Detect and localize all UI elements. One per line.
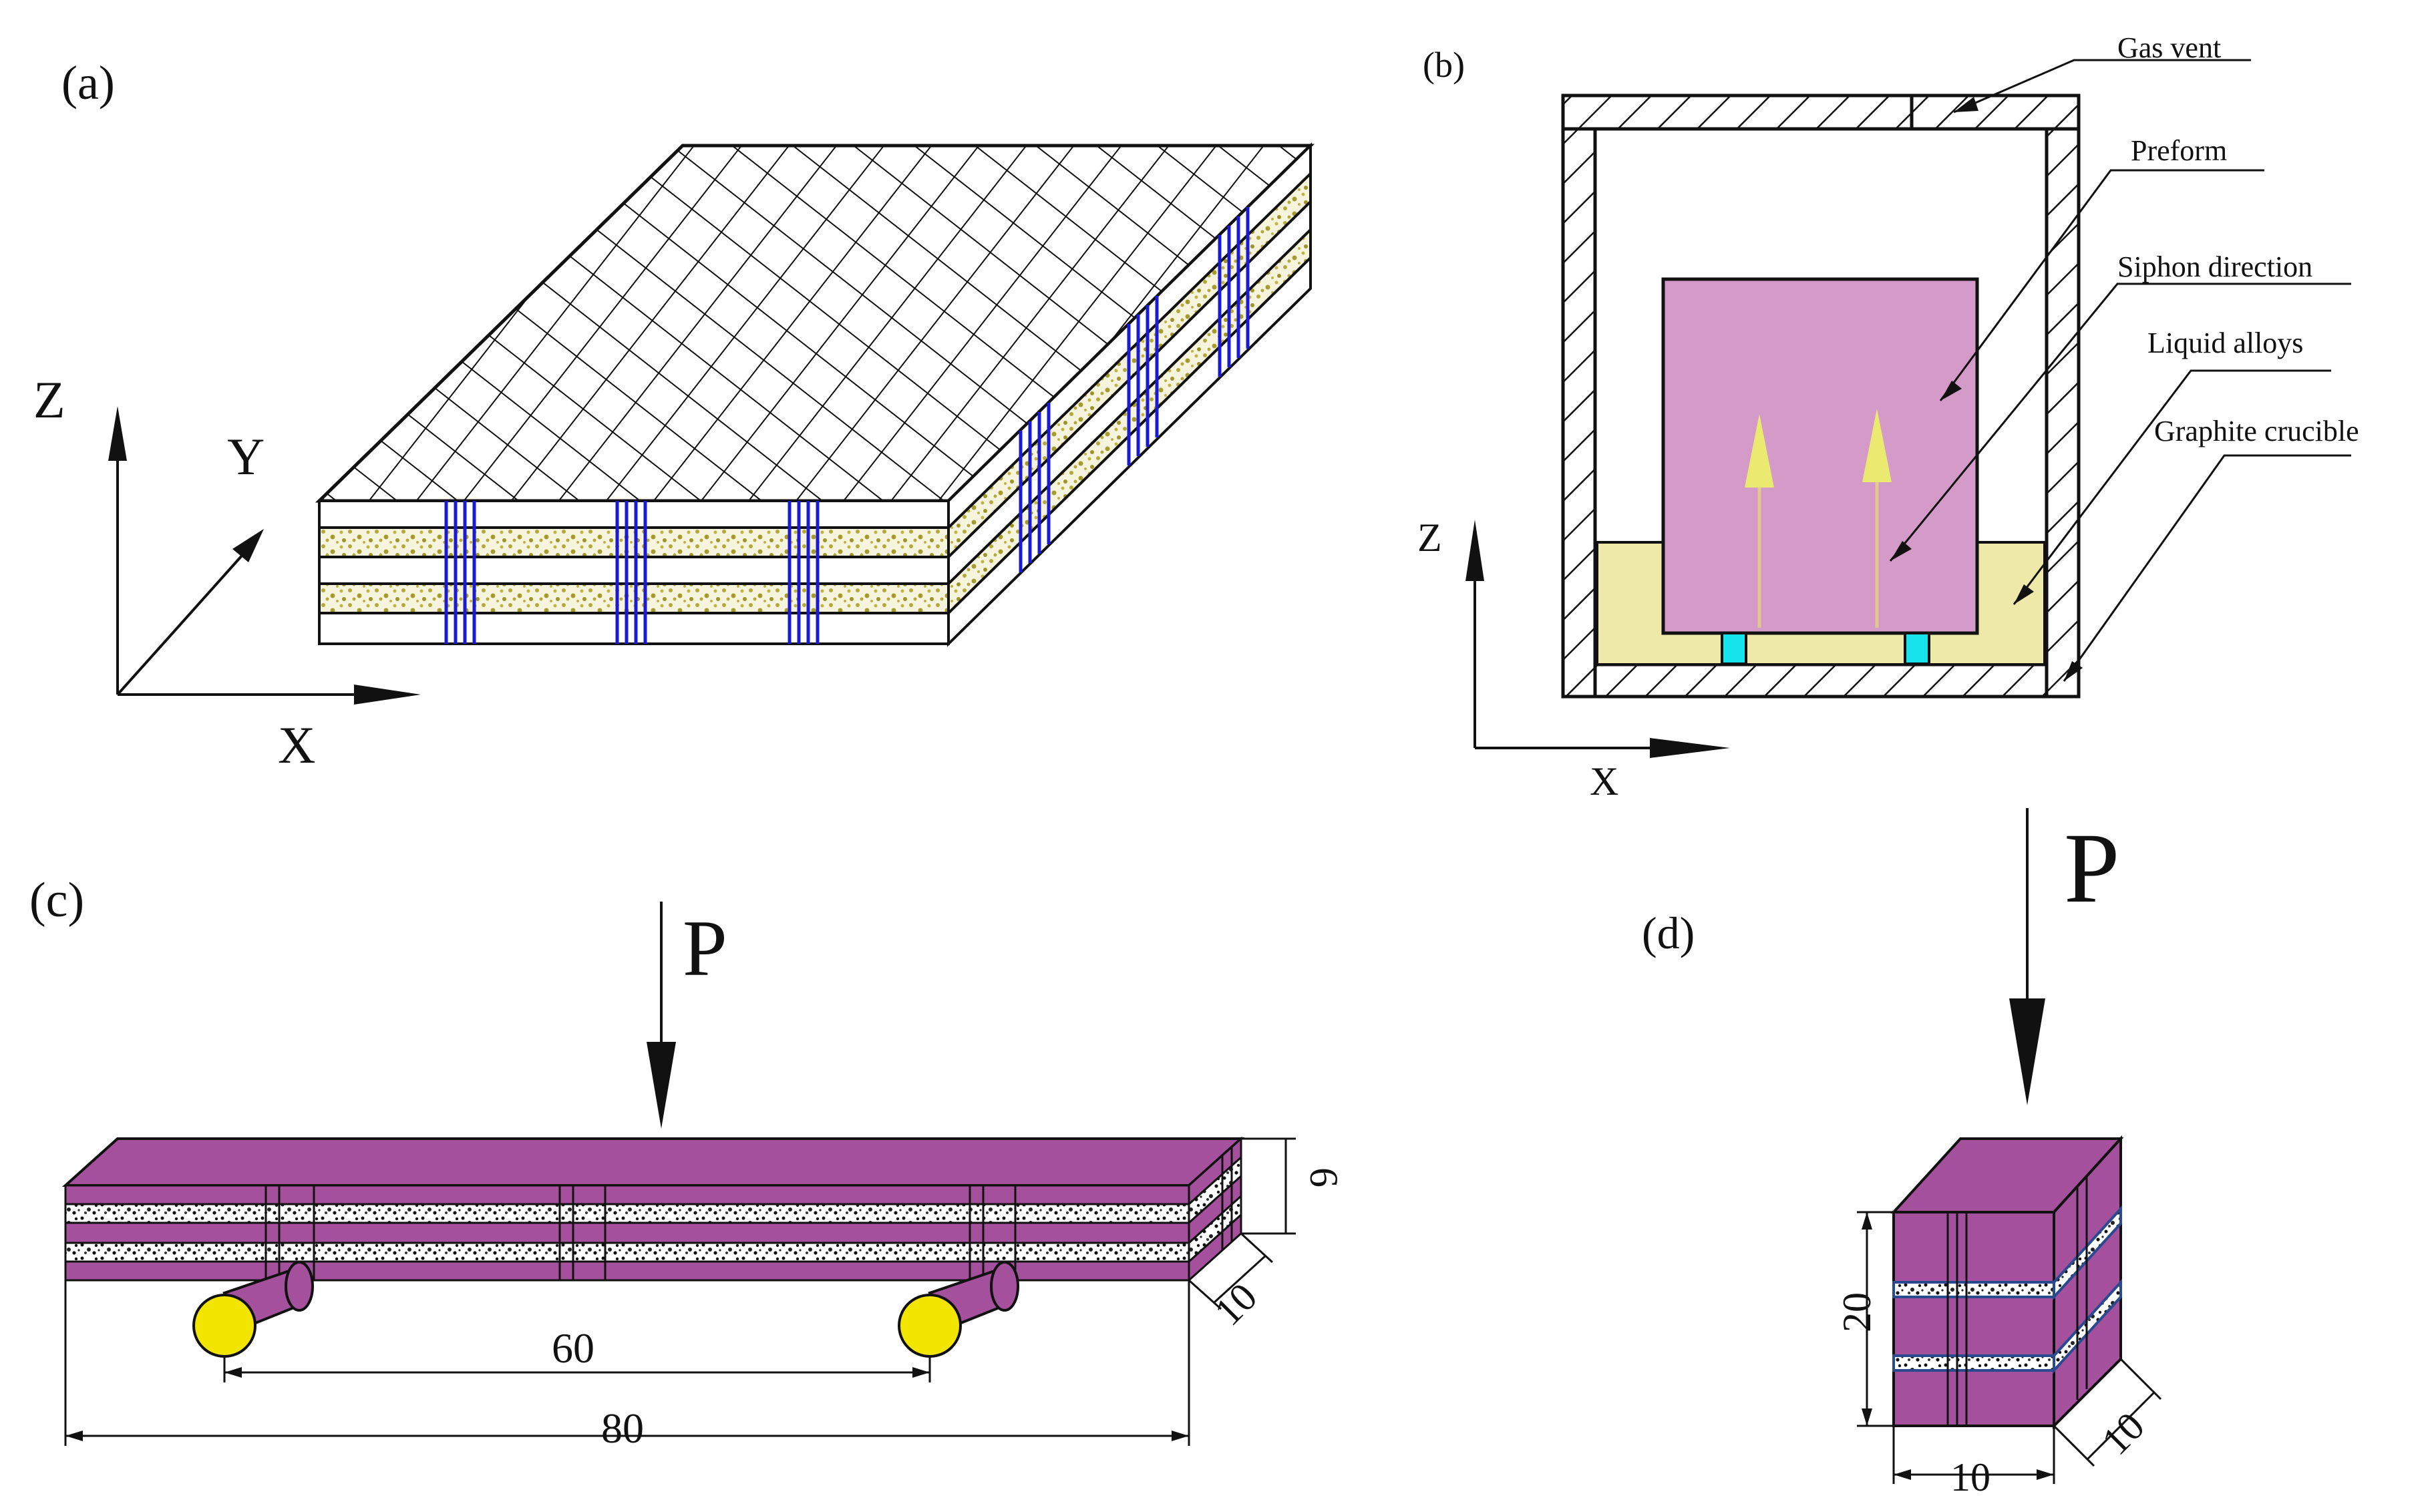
axes-a: Z Y X xyxy=(33,371,421,774)
panel-a-label: (a) xyxy=(61,56,115,110)
crucible-right-wall xyxy=(2045,127,2081,699)
axes-b: Z X xyxy=(1417,516,1730,803)
callout-siphon-direction: Siphon direction xyxy=(2117,250,2312,283)
axis-label-z-b: Z xyxy=(1417,516,1442,560)
load-arrow-c-head xyxy=(647,1042,676,1129)
dim-span: 60 xyxy=(552,1324,594,1372)
callout-liquid-alloys: Liquid alloys xyxy=(2147,327,2303,359)
x-axis-arrowhead xyxy=(354,685,421,705)
spacer-right xyxy=(1904,632,1930,665)
support-right xyxy=(898,1261,1019,1358)
axis-label-x-b: X xyxy=(1590,759,1618,803)
y-axis-line xyxy=(116,541,255,696)
load-arrow-d-head xyxy=(2009,998,2045,1105)
beam-side-face xyxy=(1188,1136,1242,1283)
dimension-arrowheads-c xyxy=(65,1367,1189,1441)
beam-interlayer-1 xyxy=(64,1203,1190,1224)
beam-stitch-lines xyxy=(265,1147,1233,1280)
panel-b-label: (b) xyxy=(1423,45,1465,85)
z-axis-arrowhead xyxy=(108,406,127,461)
panel-d-label: (d) xyxy=(1642,908,1695,958)
beam-front-face xyxy=(64,1184,1190,1282)
callout-graphite-crucible: Graphite crucible xyxy=(2154,415,2359,447)
crucible-left-wall xyxy=(1561,127,1597,699)
siphon-arrows xyxy=(1745,409,1892,628)
axis-label-y: Y xyxy=(227,427,265,486)
dim-length: 80 xyxy=(601,1404,644,1452)
panel-c: (c) P xyxy=(29,873,1346,1452)
load-label-c: P xyxy=(683,904,727,992)
support-left-end xyxy=(192,1294,256,1358)
width-dimension-line xyxy=(1213,1254,1267,1304)
interlayer-alloy-2 xyxy=(318,582,950,614)
dim-thickness: 6 xyxy=(1302,1167,1346,1187)
interlayer-alloy-1 xyxy=(318,526,950,558)
z-stitches-front xyxy=(444,501,820,644)
x-axis-arrowhead-b xyxy=(1650,738,1730,758)
y-axis-arrowhead xyxy=(232,529,264,562)
axis-label-z: Z xyxy=(33,371,65,429)
beam-top-face xyxy=(61,1137,1245,1187)
dimensions-d xyxy=(1857,1211,2162,1484)
dim-width-d: 10 xyxy=(1950,1455,1990,1499)
crucible-lid xyxy=(1561,93,2081,131)
dimension-arrowheads-d xyxy=(1862,1212,2054,1480)
panel-a: (a) Z Y X xyxy=(33,56,1315,774)
cube-interlayer-1 xyxy=(1892,1281,2055,1298)
z-axis-arrowhead-b xyxy=(1465,520,1484,581)
panel-c-label: (c) xyxy=(29,873,84,928)
z-stitches-side xyxy=(1019,207,1250,572)
laminate-front-face xyxy=(318,500,950,645)
callout-leaders xyxy=(1889,59,2351,682)
panel-d: (d) P xyxy=(1642,808,2162,1499)
dim-height: 20 xyxy=(1835,1292,1879,1332)
cube-stitch-lines xyxy=(1946,1175,2088,1426)
callout-preform: Preform xyxy=(2131,134,2227,167)
preform-block xyxy=(1661,277,1979,635)
beam-interlayer-2 xyxy=(64,1242,1190,1263)
load-label-d: P xyxy=(2064,813,2119,924)
dim-depth: 10 xyxy=(2093,1404,2153,1463)
dimensions-c xyxy=(64,1137,1296,1446)
spacer-left xyxy=(1721,632,1747,665)
cube-front-face xyxy=(1892,1211,2055,1427)
support-right-end xyxy=(898,1294,962,1358)
crucible-bottom xyxy=(1593,663,2049,699)
cube-interlayer-2 xyxy=(1892,1354,2055,1372)
dim-width: 10 xyxy=(1206,1274,1265,1334)
axis-label-x: X xyxy=(278,716,315,774)
callout-arrowheads xyxy=(1890,97,2083,681)
depth-dimension-line xyxy=(2086,1391,2155,1461)
panel-b: (b) Z X xyxy=(1417,31,2359,803)
support-left xyxy=(192,1261,314,1358)
callout-gas-vent: Gas vent xyxy=(2117,31,2221,64)
